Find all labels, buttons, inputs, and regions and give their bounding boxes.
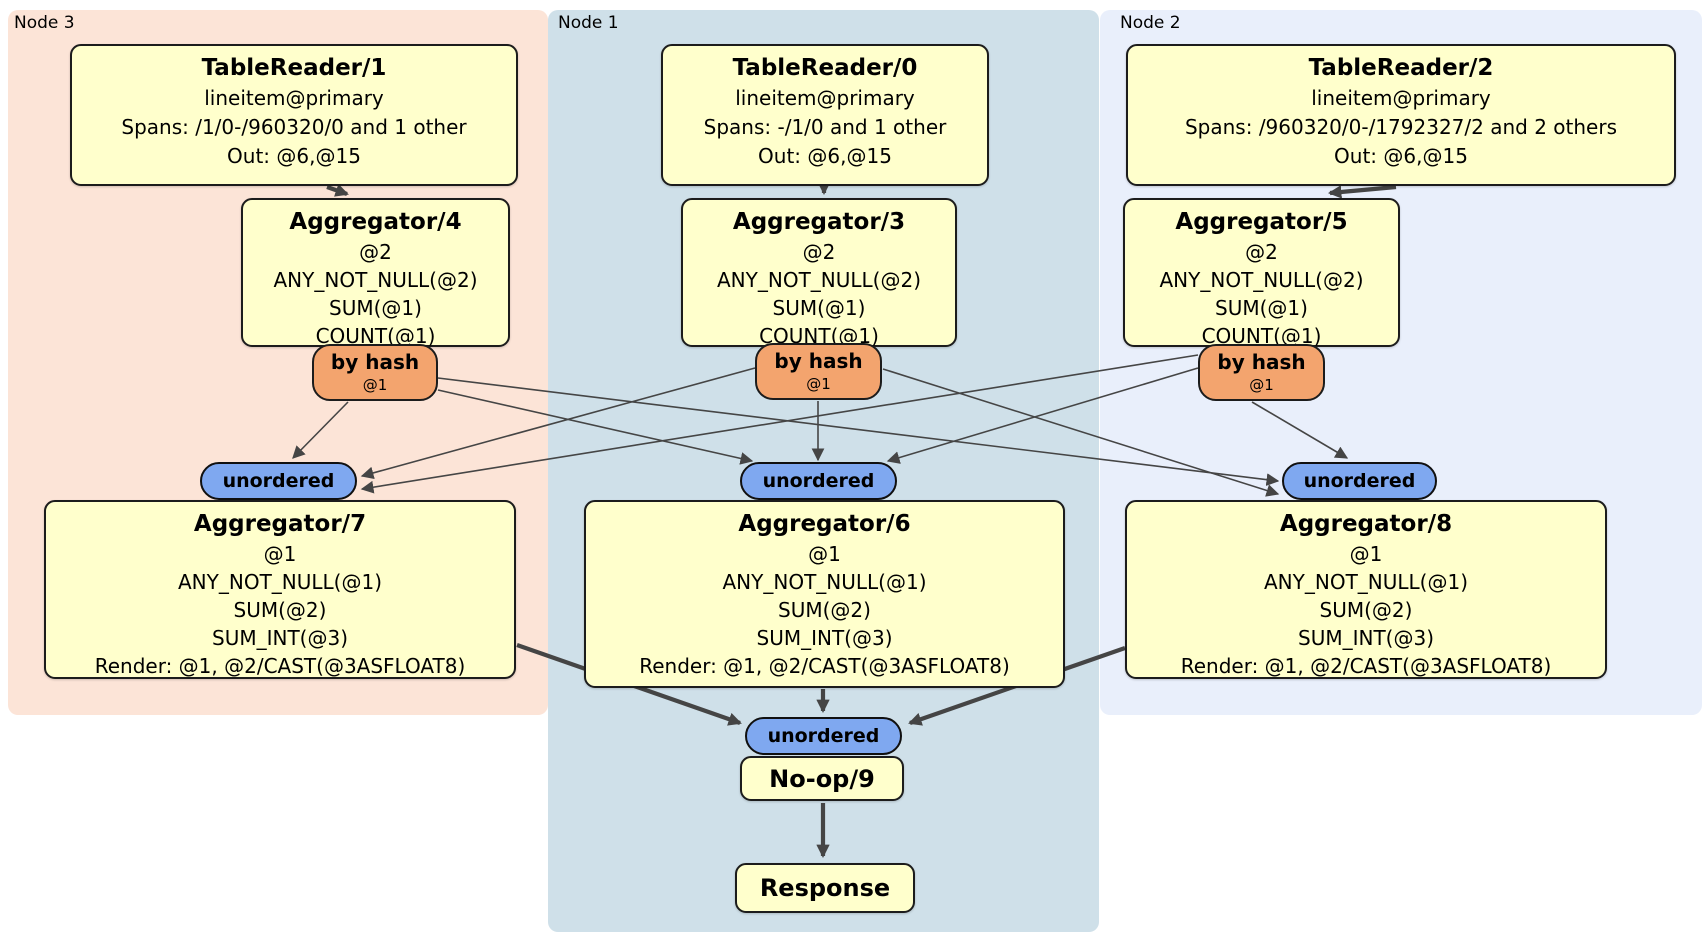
aggregator-6-fn3: SUM_INT(@3): [756, 626, 893, 650]
aggregator-7-groupcols: @1: [263, 542, 297, 566]
unordered-sync-node3: unordered: [200, 462, 357, 500]
hash-router-node3-label: by hash: [330, 350, 420, 374]
noop-9-title: No-op/9: [769, 765, 875, 793]
aggregator-5-groupcols: @2: [1245, 240, 1278, 264]
hash-router-node2-cols: @1: [1249, 376, 1274, 394]
tablereader-0-out: Out: @6,@15: [758, 144, 892, 168]
aggregator-8-fn2: SUM(@2): [1319, 598, 1413, 622]
hash-router-node1-cols: @1: [806, 375, 831, 393]
response-title: Response: [759, 874, 891, 902]
tablereader-1-index: lineitem@primary: [204, 86, 384, 110]
tablereader-0-box: TableReader/0 lineitem@primary Spans: -/…: [661, 44, 989, 186]
aggregator-7-render: Render: @1, @2/CAST(@3ASFLOAT8): [94, 654, 466, 678]
edge-hash2-to-unordered8: [1251, 401, 1349, 459]
node3-label: Node 3: [14, 13, 75, 33]
aggregator-7-fn3: SUM_INT(@3): [212, 626, 348, 650]
aggregator-6-fn2: SUM(@2): [778, 598, 871, 622]
tablereader-2-box: TableReader/2 lineitem@primary Spans: /9…: [1126, 44, 1676, 186]
aggregator-7-box: Aggregator/7 @1 ANY_NOT_NULL(@1) SUM(@2)…: [44, 500, 516, 679]
tablereader-0-index: lineitem@primary: [735, 86, 915, 110]
hash-router-node1: by hash @1: [755, 343, 882, 400]
aggregator-7-fn2: SUM(@2): [233, 598, 327, 622]
aggregator-7-fn1: ANY_NOT_NULL(@1): [178, 570, 382, 594]
edge-hash1-to-unordered8: [882, 368, 1280, 497]
aggregator-3-fn1: ANY_NOT_NULL(@2): [717, 268, 921, 292]
aggregator-4-title: Aggregator/4: [289, 209, 462, 235]
tablereader-2-out: Out: @6,@15: [1334, 144, 1468, 168]
aggregator-6-render: Render: @1, @2/CAST(@3ASFLOAT8): [639, 654, 1010, 678]
edge-hash3-to-unordered7: [292, 401, 349, 459]
aggregator-3-fn2: SUM(@1): [772, 296, 866, 320]
hash-router-node3-cols: @1: [362, 376, 388, 394]
node1-label: Node 1: [558, 13, 619, 33]
tablereader-2-spans: Spans: /960320/0-/1792327/2 and 2 others: [1184, 115, 1617, 139]
aggregator-8-box: Aggregator/8 @1 ANY_NOT_NULL(@1) SUM(@2)…: [1125, 500, 1607, 679]
noop-9-box: No-op/9: [740, 756, 904, 801]
aggregator-7-title: Aggregator/7: [193, 511, 367, 537]
hash-router-node1-label: by hash: [774, 349, 863, 373]
aggregator-5-box: Aggregator/5 @2 ANY_NOT_NULL(@2) SUM(@1)…: [1123, 198, 1400, 348]
node2-label: Node 2: [1120, 13, 1181, 33]
unordered-sync-final: unordered: [745, 717, 902, 755]
hash-router-node2: by hash @1: [1198, 344, 1325, 401]
aggregator-8-fn1: ANY_NOT_NULL(@1): [1264, 570, 1468, 594]
aggregator-6-box: Aggregator/6 @1 ANY_NOT_NULL(@1) SUM(@2)…: [584, 500, 1065, 688]
edge-hash3-to-unordered6: [437, 389, 754, 465]
aggregator-8-fn3: SUM_INT(@3): [1298, 626, 1434, 650]
aggregator-8-render: Render: @1, @2/CAST(@3ASFLOAT8): [1180, 654, 1552, 678]
aggregator-5-fn2: SUM(@1): [1215, 296, 1308, 320]
edge-tablereader2-to-aggregator5: [1327, 184, 1397, 199]
unordered-sync-node1: unordered: [740, 462, 897, 500]
aggregator-3-title: Aggregator/3: [732, 209, 906, 235]
tablereader-2-index: lineitem@primary: [1311, 86, 1491, 110]
tablereader-1-out: Out: @6,@15: [227, 144, 361, 168]
edge-hash3-to-unordered8: [437, 377, 1280, 486]
response-box: Response: [735, 863, 915, 913]
hash-router-node2-label: by hash: [1217, 350, 1306, 374]
aggregator-8-groupcols: @1: [1349, 542, 1383, 566]
edge-hash2-to-unordered7: [360, 354, 1199, 494]
aggregator-3-groupcols: @2: [802, 240, 836, 264]
aggregator-6-fn1: ANY_NOT_NULL(@1): [722, 570, 927, 594]
aggregator-6-title: Aggregator/6: [738, 511, 911, 537]
tablereader-1-box: TableReader/1 lineitem@primary Spans: /1…: [70, 44, 518, 186]
tablereader-1-spans: Spans: /1/0-/960320/0 and 1 other: [121, 115, 467, 139]
aggregator-8-title: Aggregator/8: [1279, 511, 1453, 537]
tablereader-0-title: TableReader/0: [732, 55, 918, 81]
unordered-sync-node2: unordered: [1282, 462, 1437, 500]
aggregator-4-fn2: SUM(@1): [329, 296, 422, 320]
hash-router-node3: by hash @1: [312, 344, 438, 401]
aggregator-4-box: Aggregator/4 @2 ANY_NOT_NULL(@2) SUM(@1)…: [241, 198, 510, 348]
aggregator-5-fn1: ANY_NOT_NULL(@2): [1159, 268, 1364, 292]
aggregator-3-box: Aggregator/3 @2 ANY_NOT_NULL(@2) SUM(@1)…: [681, 198, 957, 348]
aggregator-4-groupcols: @2: [359, 240, 392, 264]
tablereader-1-title: TableReader/1: [201, 55, 387, 81]
aggregator-6-groupcols: @1: [808, 542, 841, 566]
edge-hash2-to-unordered6: [886, 367, 1199, 464]
edge-hash1-to-unordered7: [360, 367, 756, 480]
tablereader-0-spans: Spans: -/1/0 and 1 other: [703, 115, 947, 139]
aggregator-5-title: Aggregator/5: [1175, 209, 1348, 235]
aggregator-4-fn1: ANY_NOT_NULL(@2): [273, 268, 478, 292]
tablereader-2-title: TableReader/2: [1308, 55, 1494, 81]
edge-tablereader1-to-aggregator4: [326, 183, 349, 197]
